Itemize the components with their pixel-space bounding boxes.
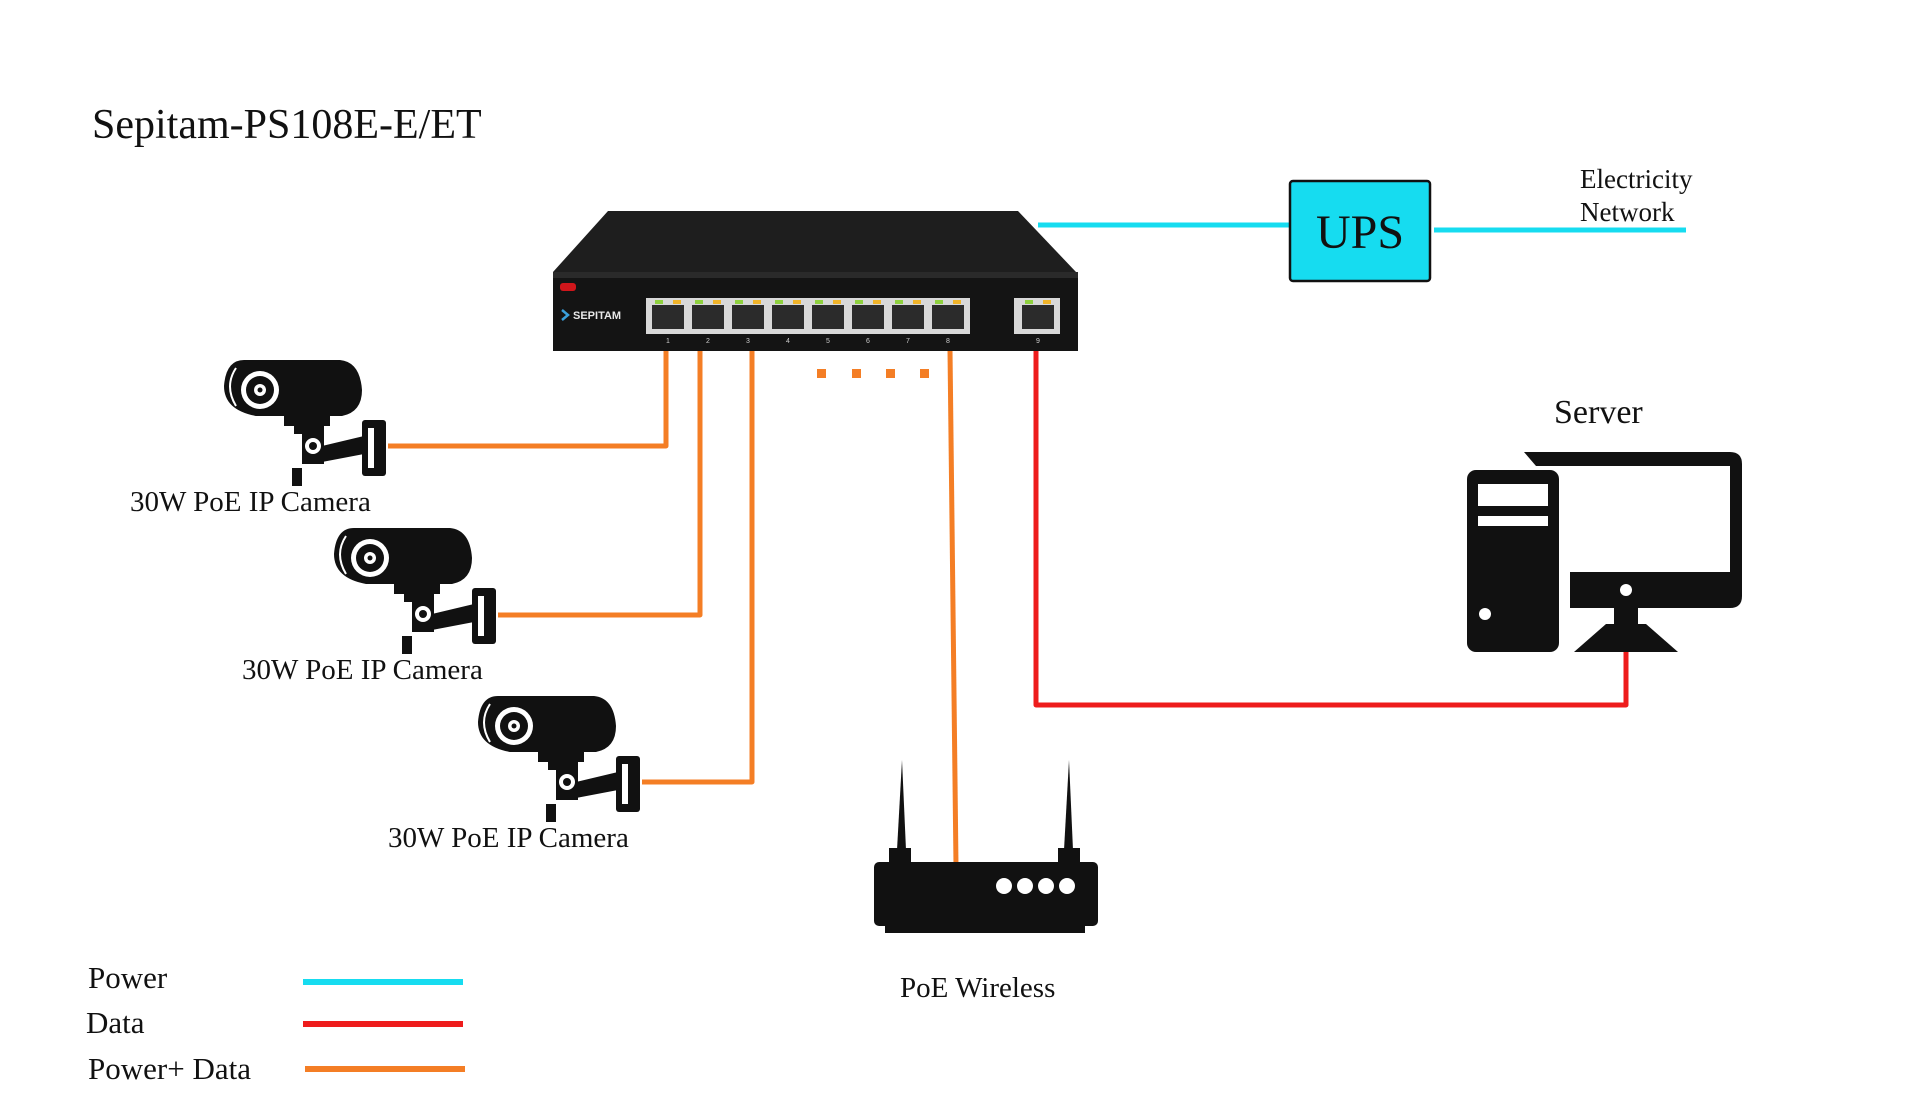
legend-label-power-data: Power+ Data xyxy=(88,1051,251,1086)
power-data-line-camera-1 xyxy=(388,350,669,449)
data-line-server xyxy=(1033,350,1629,708)
switch-port-9 xyxy=(1022,300,1054,329)
electricity-network-line1: Electricity xyxy=(1580,164,1693,194)
switch-port-7 xyxy=(892,300,924,329)
switch-port-label-7: 7 xyxy=(906,338,910,345)
switch-port-label-3: 3 xyxy=(746,338,750,345)
switch-port-label-1: 1 xyxy=(666,338,670,345)
electricity-network-line2: Network xyxy=(1580,197,1675,227)
ups-box: UPS xyxy=(1288,179,1432,283)
camera-label-3: 30W PoE IP Camera xyxy=(388,822,629,854)
switch-port-6 xyxy=(852,300,884,329)
camera-icon-3 xyxy=(477,695,641,823)
server-icon xyxy=(1467,452,1742,652)
camera-label-2: 30W PoE IP Camera xyxy=(242,654,483,686)
legend-label-power: Power xyxy=(88,960,168,995)
switch-port-label-6: 6 xyxy=(866,338,870,345)
switch-port-label-8: 8 xyxy=(946,338,950,345)
switch-port-3 xyxy=(732,300,764,329)
legend: Power Data Power+ Data xyxy=(86,960,465,1086)
legend-label-data: Data xyxy=(86,1005,145,1040)
camera-icon-2 xyxy=(333,527,497,655)
switch-port-label-2: 2 xyxy=(706,338,710,345)
camera-label-1: 30W PoE IP Camera xyxy=(130,486,371,518)
unused-ports-dots xyxy=(817,369,929,378)
poe-switch: SEPITAM 1 2 3 4 5 6 7 8 9 xyxy=(553,211,1078,351)
camera-icon-1 xyxy=(223,359,387,487)
power-data-line-camera-3 xyxy=(642,350,755,785)
ups-label: UPS xyxy=(1316,206,1404,259)
switch-ports: 1 2 3 4 5 6 7 8 9 xyxy=(646,298,1060,345)
switch-port-label-9: 9 xyxy=(1036,338,1040,345)
router-icon xyxy=(874,760,1098,935)
power-data-line-router xyxy=(947,349,959,867)
switch-brand-text: SEPITAM xyxy=(573,310,621,322)
connections xyxy=(388,222,1686,867)
switch-port-8 xyxy=(932,300,964,329)
router-label: PoE Wireless xyxy=(900,972,1055,1004)
power-data-line-camera-2 xyxy=(498,350,703,618)
switch-port-5 xyxy=(812,300,844,329)
switch-badge xyxy=(560,283,576,291)
switch-port-label-5: 5 xyxy=(826,338,830,345)
switch-logo: SEPITAM xyxy=(561,309,621,322)
switch-port-2 xyxy=(692,300,724,329)
switch-port-label-4: 4 xyxy=(786,338,790,345)
server-label: Server xyxy=(1554,394,1643,431)
switch-port-4 xyxy=(772,300,804,329)
switch-port-1 xyxy=(652,300,684,329)
diagram-title: Sepitam-PS108E-E/ET xyxy=(92,102,482,148)
